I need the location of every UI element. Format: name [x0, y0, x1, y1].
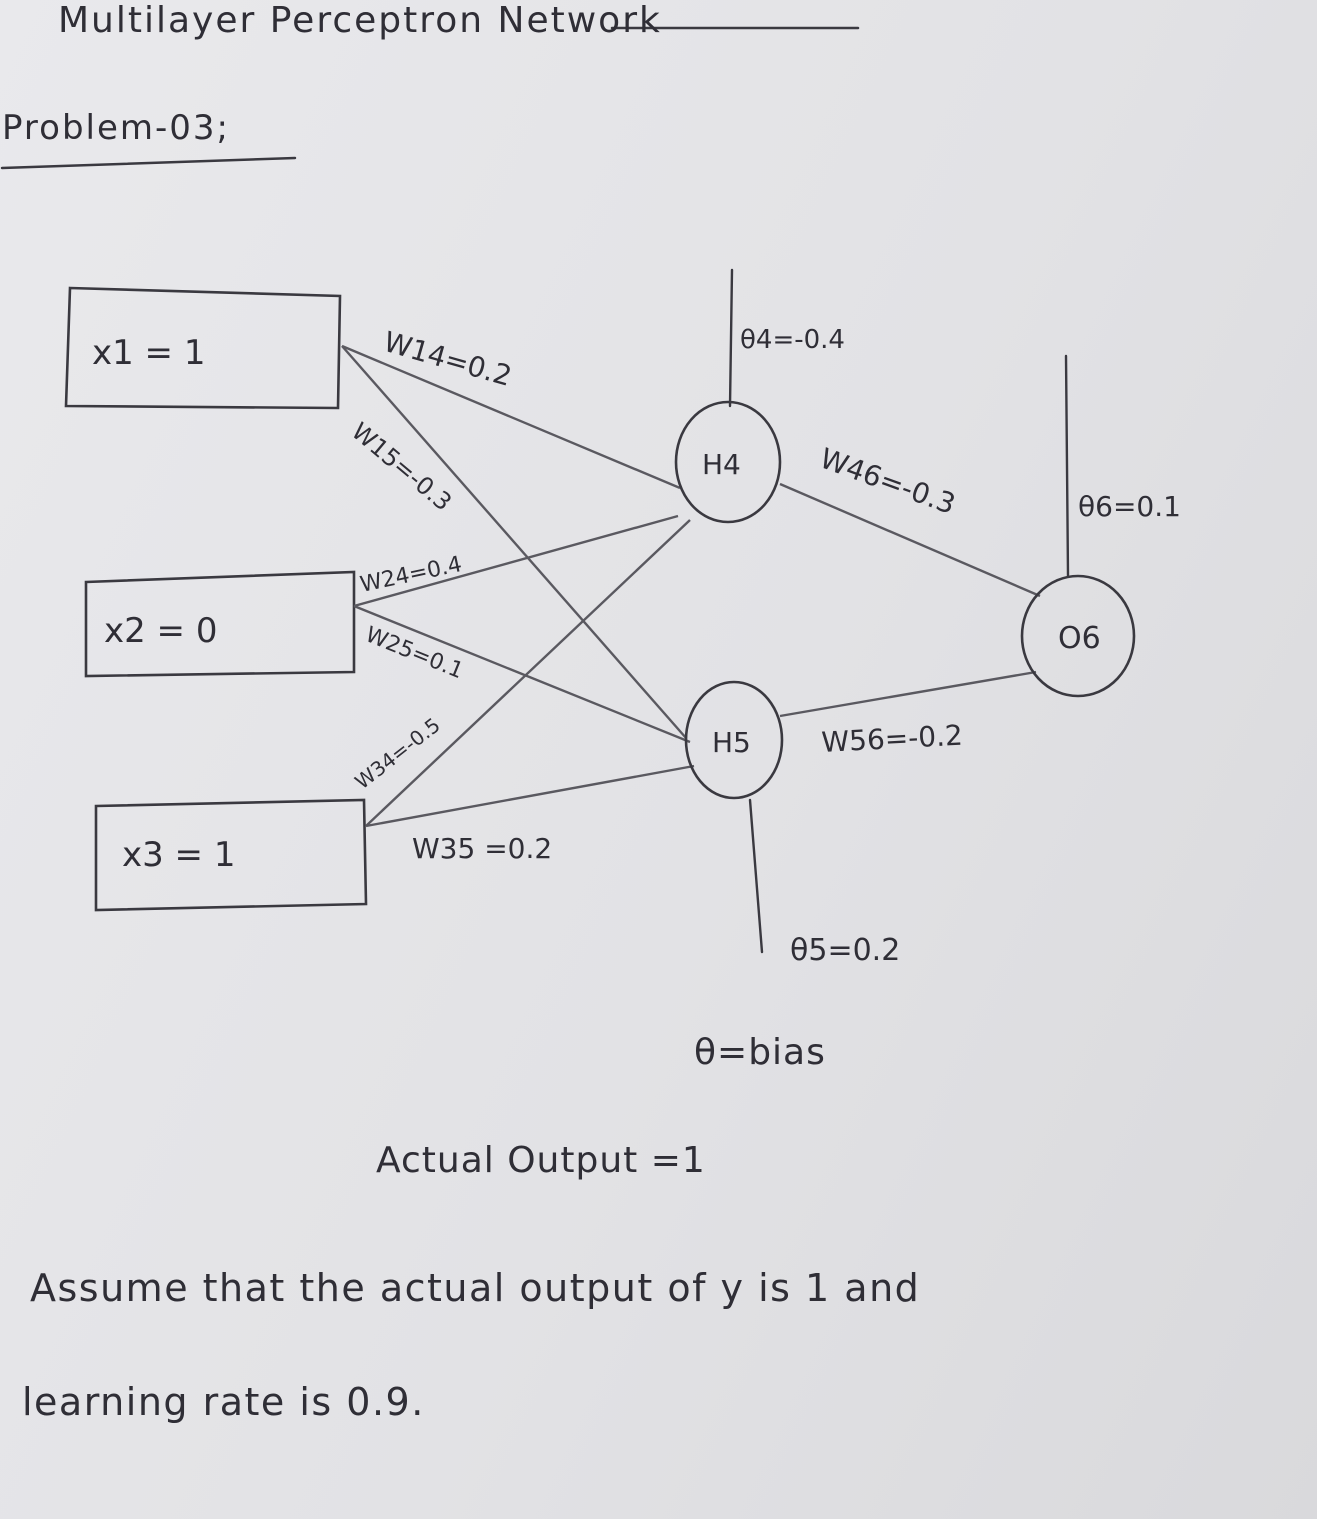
input-label-x2: x2 = 0	[104, 611, 218, 651]
bias-line-h5	[748, 798, 764, 954]
edge-w35	[365, 764, 695, 828]
edge-w14	[341, 344, 681, 490]
actual-output-note: Actual Output =1	[376, 1140, 706, 1181]
weight-label-w35: W35 =0.2	[412, 832, 552, 865]
weight-label-w14: W14=0.2	[380, 325, 515, 393]
node-h5-circle	[684, 680, 784, 800]
weight-label-w15: W15=-0.3	[346, 417, 457, 516]
input-box-x3	[94, 798, 368, 912]
input-label-x1: x1 = 1	[92, 333, 206, 373]
edge-w46	[779, 482, 1041, 598]
bias-line-o6	[1064, 354, 1070, 578]
edge-w34	[365, 519, 691, 827]
bias-label-h5: θ5=0.2	[790, 933, 900, 968]
input-box-x1	[64, 286, 342, 410]
bias-legend: θ=bias	[694, 1032, 826, 1073]
node-label-h4: H4	[702, 448, 741, 481]
problem-heading: Problem-03;	[2, 108, 230, 148]
input-label-x3: x3 = 1	[122, 835, 236, 875]
weight-label-w34: W34=-0.5	[350, 713, 444, 794]
footer-line-1: Assume that the actual output of y is 1 …	[30, 1266, 921, 1310]
footer-line-2: learning rate is 0.9.	[22, 1380, 425, 1424]
edge-w56	[779, 670, 1037, 718]
problem-underline	[0, 156, 297, 170]
bias-label-o6: θ6=0.1	[1078, 490, 1181, 523]
edge-w25	[353, 604, 691, 744]
page-title: Multilayer Perceptron Network	[58, 0, 662, 41]
node-h4-circle	[674, 400, 782, 524]
bias-line-h4	[728, 268, 734, 408]
node-o6-circle	[1020, 574, 1136, 698]
weight-label-w56: W56=-0.2	[821, 719, 964, 759]
edge-w24	[353, 514, 679, 608]
input-box-x2	[84, 570, 356, 678]
bias-label-h4: θ4=-0.4	[740, 325, 845, 355]
node-label-h5: H5	[712, 726, 751, 759]
node-label-o6: O6	[1058, 621, 1101, 656]
edge-w15	[341, 345, 687, 739]
